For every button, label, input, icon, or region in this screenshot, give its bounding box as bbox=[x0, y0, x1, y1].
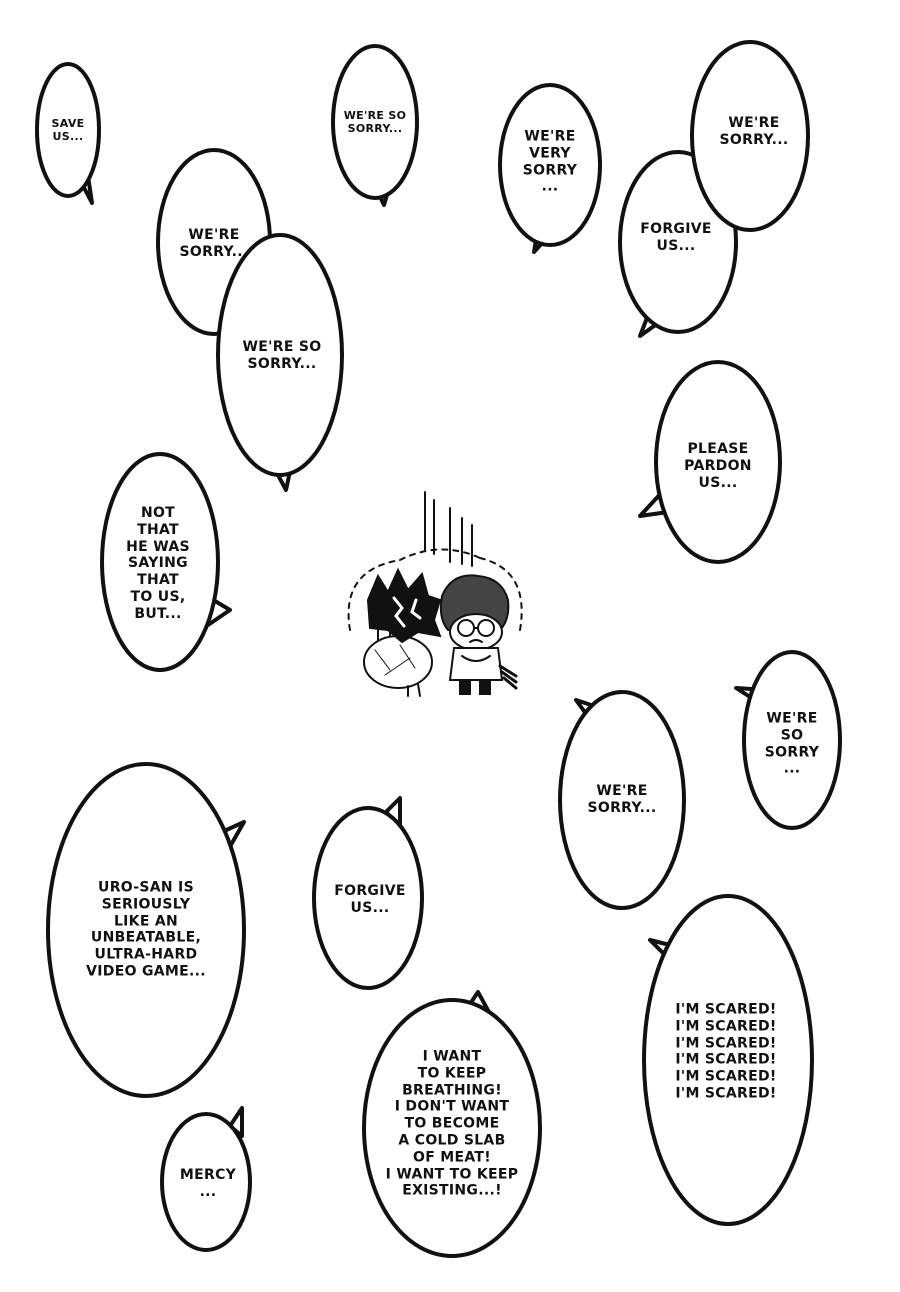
speech-bubble-save-us bbox=[35, 62, 101, 205]
bubble-text-mercy: MERCY ... bbox=[179, 1167, 237, 1200]
bubble-text-were-sorry-middle: WE'RE SORRY... bbox=[587, 783, 657, 816]
speech-bubble-were-very-sorry bbox=[498, 83, 602, 254]
speech-bubble-uro-san bbox=[46, 762, 246, 1098]
speech-bubble-were-sorry-were-so-sorry bbox=[156, 148, 344, 492]
chibi-characters-cowering-icon bbox=[347, 491, 523, 697]
bubble-text-were-so-sorry-top: WE'RE SO SORRY... bbox=[343, 108, 407, 135]
speech-bubble-im-scared bbox=[642, 894, 814, 1226]
bubble-text-uro-san: URO-SAN IS SERIOUSLY LIKE AN UNBEATABLE,… bbox=[86, 879, 206, 980]
bubble-text-want-to-keep-breathing: I WANT TO KEEP BREATHING! I DON'T WANT T… bbox=[385, 1048, 519, 1199]
bubble-text-were-so-sorry-left: WE'RE SO SORRY... bbox=[242, 339, 322, 372]
bubble-text-were-very-sorry: WE'RE VERY SORRY ... bbox=[522, 128, 578, 195]
speech-bubble-not-that-he-was-saying bbox=[100, 452, 232, 672]
speech-bubble-were-so-sorry-top bbox=[331, 44, 419, 207]
speech-bubble-forgive-us-middle bbox=[312, 796, 424, 990]
speech-bubble-were-so-sorry-right bbox=[734, 650, 842, 830]
bubble-text-save-us: SAVE US... bbox=[51, 116, 85, 143]
bubble-text-forgive-us-top: FORGIVE US... bbox=[640, 221, 712, 254]
speech-bubble-please-pardon-us bbox=[638, 360, 782, 564]
speech-bubble-want-to-keep-breathing bbox=[362, 990, 542, 1258]
bubble-text-were-sorry-top-right: WE'RE SORRY... bbox=[719, 115, 789, 148]
bubble-text-not-that-he-was-saying: NOT THAT HE WAS SAYING THAT TO US, BUT..… bbox=[126, 505, 190, 622]
speech-bubble-were-sorry-forgive-us bbox=[618, 40, 810, 338]
bubble-text-were-sorry-left: WE'RE SORRY... bbox=[179, 227, 249, 260]
bubble-text-were-so-sorry-right: WE'RE SO SORRY ... bbox=[764, 710, 820, 777]
bubble-text-please-pardon-us: PLEASE PARDON US... bbox=[684, 440, 752, 491]
speech-bubble-were-sorry-middle bbox=[558, 690, 686, 910]
bubble-text-forgive-us-middle: FORGIVE US... bbox=[334, 883, 406, 916]
bubble-text-im-scared: I'M SCARED! I'M SCARED! I'M SCARED! I'M … bbox=[675, 1001, 777, 1102]
speech-bubble-mercy bbox=[160, 1106, 252, 1252]
